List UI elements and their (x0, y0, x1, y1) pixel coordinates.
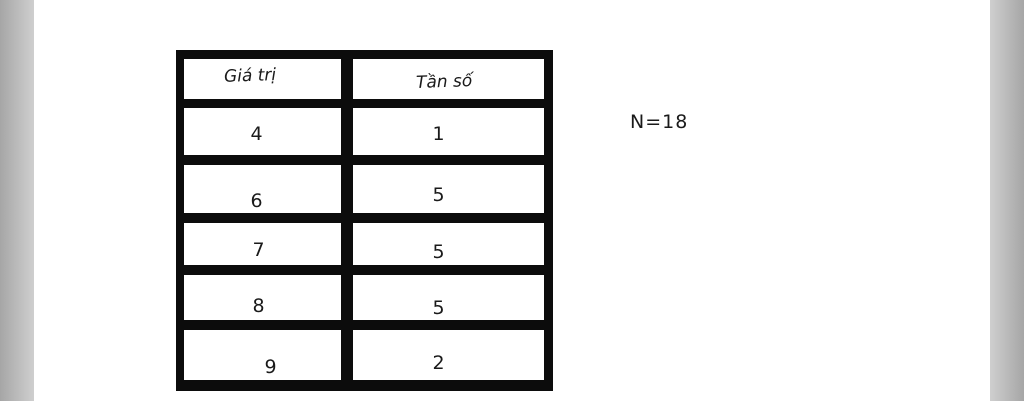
table-row-value: 9 (184, 330, 341, 380)
cell-value: 6 (250, 190, 263, 212)
right-margin (990, 0, 1024, 401)
cell-frequency: 1 (432, 122, 445, 145)
cell-frequency: 5 (432, 241, 445, 263)
header-frequency: Tần số (353, 59, 544, 99)
table-row-value: 7 (184, 223, 341, 265)
table-row-value: 4 (184, 108, 341, 155)
table-row-frequency: 5 (353, 275, 544, 320)
cell-value: 7 (252, 239, 265, 261)
table-row-frequency: 2 (353, 330, 544, 380)
cell-frequency: 5 (432, 184, 445, 206)
cell-value: 4 (250, 122, 263, 145)
cell-value: 8 (252, 294, 265, 317)
table-row-value: 6 (184, 165, 341, 213)
table-row-frequency: 5 (353, 165, 544, 213)
cell-frequency: 2 (432, 352, 445, 374)
table-row-value: 8 (184, 275, 341, 320)
table-row-frequency: 1 (353, 108, 544, 155)
left-margin (0, 0, 34, 401)
cell-frequency: 5 (432, 296, 445, 319)
header-value: Giá trị (184, 59, 341, 99)
table-row-frequency: 5 (353, 223, 544, 265)
cell-value: 9 (264, 356, 277, 378)
total-count: N=18 (630, 111, 689, 133)
header-frequency-label: Tần số (416, 71, 473, 93)
header-value-label: Giá trị (224, 65, 277, 87)
frequency-table: Giá trị Tần số 4 1 6 5 7 5 8 5 9 2 (176, 50, 553, 391)
